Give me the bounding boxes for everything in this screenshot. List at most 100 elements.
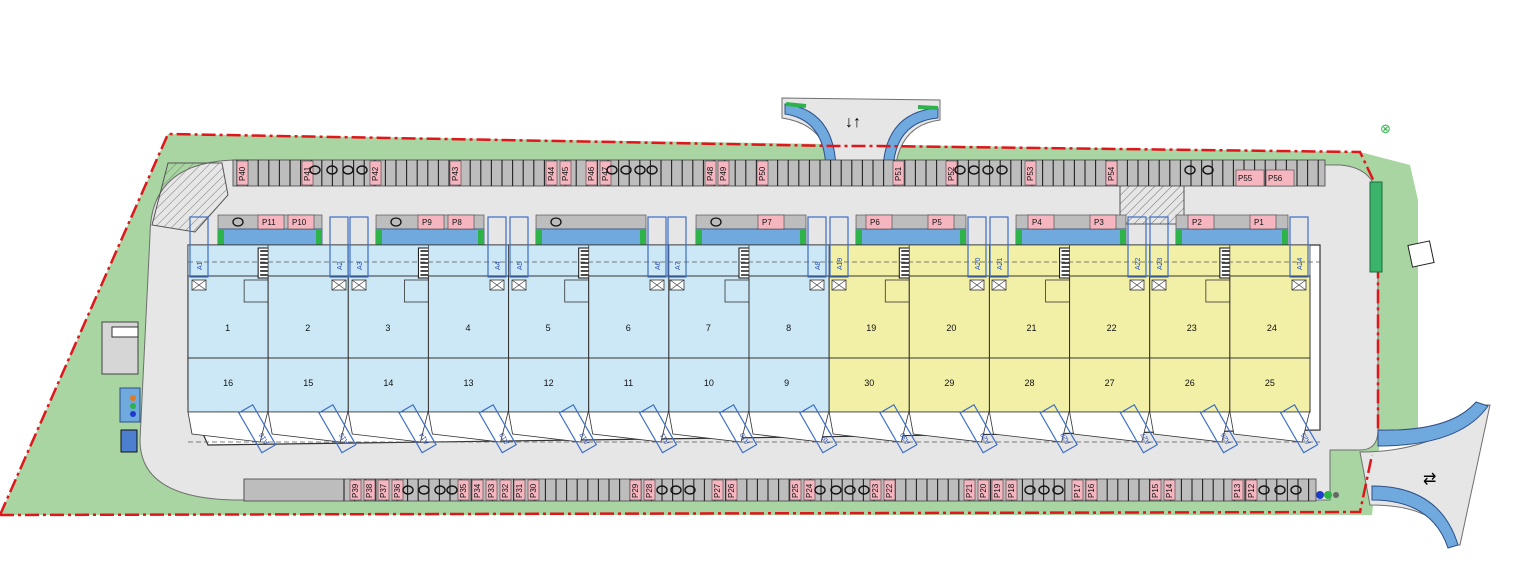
parking-space: [485, 479, 498, 501]
parking-label: P12: [1247, 483, 1256, 498]
parking-label: P53: [1026, 166, 1035, 181]
accessible-space-label: A2: [337, 261, 344, 270]
unit-label: 9: [784, 378, 789, 388]
accessible-space-label: A20: [975, 257, 982, 270]
parking-space: [545, 160, 558, 186]
unit-bottom: [1069, 357, 1151, 413]
compass-icon: ⊗: [1380, 121, 1391, 136]
parking-label: P11: [262, 218, 276, 227]
parking-label: P20: [979, 483, 988, 498]
parking-space: [883, 479, 896, 501]
unit-office-band: [267, 244, 349, 277]
unit-bottom: [668, 357, 750, 413]
unit-label: 21: [1027, 323, 1037, 333]
parking-space: [527, 479, 540, 501]
exit-island-top: [1377, 401, 1489, 447]
motorbike-icon: [954, 165, 966, 175]
unit-bottom: [1149, 357, 1231, 413]
parking-space: [643, 479, 656, 501]
unit-office-band: [428, 244, 509, 277]
motorbike-icon: [656, 485, 668, 495]
accessible-space-label: A19: [837, 257, 844, 270]
motorbike-icon: [606, 165, 618, 175]
parking-label: P1: [1254, 218, 1264, 227]
motorbike-icon: [434, 485, 446, 495]
parking-space: [1027, 214, 1055, 230]
unit-label: 28: [1025, 378, 1035, 388]
planting-strip: [478, 229, 484, 247]
unit-office-band: [187, 244, 269, 277]
planting-strip: [800, 229, 806, 247]
parking-space: [585, 160, 598, 186]
motorbike-icon: [342, 165, 354, 175]
motorbike-icon: [670, 485, 682, 495]
parking-label: P43: [451, 166, 460, 181]
parking-label: P14: [1165, 483, 1174, 498]
exit-road: [1359, 404, 1491, 546]
unit-office-band: [668, 244, 750, 277]
parking-label: P49: [719, 166, 728, 181]
parking-space: [447, 214, 475, 230]
parking-space: [756, 160, 769, 186]
planting-strip: [640, 229, 646, 247]
parking-space: [963, 479, 976, 501]
utility-icon: [1333, 492, 1339, 498]
parking-label: P40: [238, 166, 247, 181]
parking-strip: [535, 214, 647, 230]
motorbike-icon: [968, 165, 980, 175]
unit-bottom: [187, 357, 269, 413]
unit-label: 5: [546, 323, 551, 333]
planting-strip: [1282, 229, 1288, 247]
loading-canopy: [1015, 228, 1127, 248]
parking-space: [892, 160, 905, 186]
parking-space: [513, 479, 526, 501]
unit-label: 24: [1267, 323, 1277, 333]
motorbike-icon: [326, 165, 338, 175]
motorbike-icon: [232, 217, 244, 227]
unit-label: 1: [225, 323, 230, 333]
parking-label: P41: [303, 166, 312, 181]
unit-office-bottom: [1149, 409, 1231, 443]
site-boundary-bottom: [0, 454, 1374, 517]
motorbike-icon: [550, 217, 562, 227]
utility-icon: [130, 395, 136, 401]
parking-space: [363, 479, 376, 501]
parking-label: P6: [870, 218, 880, 227]
unit-label: 12: [544, 378, 554, 388]
accessible-space-label: A6: [655, 261, 662, 270]
parking-label: P45: [561, 166, 570, 181]
parking-space: [1089, 214, 1117, 230]
parking-label: P55: [1238, 174, 1253, 183]
green-strip: [1369, 181, 1383, 273]
parking-label: P9: [422, 218, 432, 227]
unit-label: 30: [864, 378, 874, 388]
planting-strip: [218, 229, 224, 247]
accessible-space: A2: [329, 216, 349, 291]
unit-label: 25: [1265, 378, 1275, 388]
planting-strip: [785, 102, 807, 108]
unit-office-bottom: [267, 409, 349, 443]
parking-space: [377, 479, 390, 501]
motorbike-icon: [402, 485, 414, 495]
parking-label: P35: [459, 483, 468, 498]
unit-bottom: [908, 357, 990, 413]
accessible-space: A22: [1127, 216, 1147, 291]
motorbike-icon: [1202, 165, 1214, 175]
exit-arrows: ⇄: [1423, 471, 1436, 488]
unit-office-bottom: [347, 409, 429, 443]
unit-label: 7: [706, 323, 711, 333]
parking-space: [927, 214, 955, 230]
unit-office-band: [1069, 244, 1151, 277]
accessible-space: A23: [1149, 216, 1169, 291]
parking-space: [869, 479, 882, 501]
accessible-space-label: A5: [517, 261, 524, 270]
parking-label: P4: [1032, 218, 1042, 227]
loading-canopy: [375, 228, 485, 248]
parking-label: P48: [706, 166, 715, 181]
parking-label: P19: [993, 483, 1002, 498]
unit-office-bottom: [187, 409, 269, 443]
utility-icon: [1316, 491, 1324, 499]
accessible-space: A6: [647, 216, 667, 291]
